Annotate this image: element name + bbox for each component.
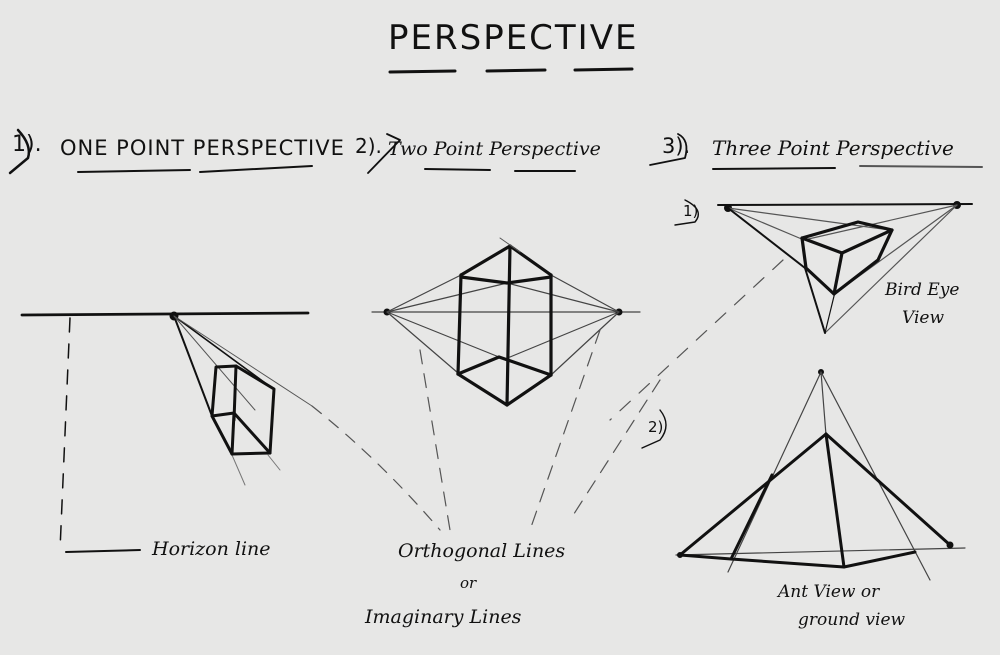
title-underlines [388, 67, 634, 74]
orthogonal-lines-label: Orthogonal Lines [398, 540, 566, 562]
horizon-line-label: Horizon line [152, 538, 271, 560]
bird-eye-label-line1: Bird Eye [885, 280, 960, 300]
bird-eye-box [800, 220, 894, 296]
ant-view-drawing [675, 369, 966, 581]
section-1-number: 1). [12, 132, 42, 157]
imaginary-lines-label: Imaginary Lines [365, 606, 522, 628]
one-point-perspective-drawing [20, 311, 441, 553]
horizon-line [20, 311, 310, 317]
section-1-heading: ONE POINT PERSPECTIVE [60, 136, 345, 160]
ant-view-pyramid [678, 432, 952, 569]
number-3-stroke [649, 133, 688, 166]
section-3-number: 3). [662, 134, 691, 158]
number-1-stroke [8, 128, 31, 175]
two-point-prism [456, 244, 553, 407]
bird-eye-label-line2: View [902, 308, 945, 328]
bird-eye-view-drawing [609, 201, 973, 421]
section-2-number: 2). [355, 134, 382, 158]
two-point-perspective-drawing [371, 237, 661, 531]
marker-1: 1) [683, 202, 699, 220]
section-3-heading: Three Point Perspective [712, 136, 954, 160]
number-2-stroke [367, 133, 401, 174]
heading-underlines [77, 165, 983, 173]
ant-view-label-line2: ground view [798, 610, 906, 630]
ant-view-label-line1: Ant View or [778, 582, 880, 602]
marker-2-bracket [641, 409, 667, 449]
marker-2: 2) [648, 418, 664, 436]
horizon-pointer-dashed [59, 317, 71, 551]
or-label: or [460, 574, 477, 592]
marker-1-bracket [674, 199, 699, 226]
one-point-box [210, 364, 276, 456]
section-2-heading: Two Point Perspective [388, 138, 601, 160]
page-title: PERSPECTIVE [388, 18, 639, 58]
